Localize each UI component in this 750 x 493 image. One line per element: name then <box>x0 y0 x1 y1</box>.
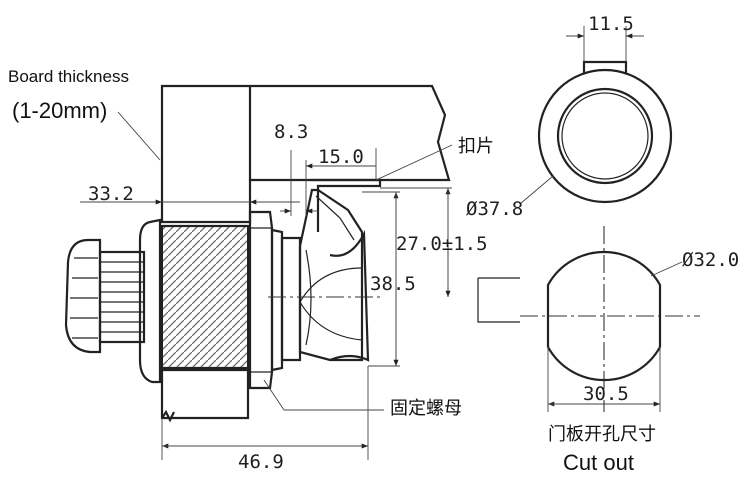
cam-tab <box>280 178 382 362</box>
svg-text:11.5: 11.5 <box>588 13 634 35</box>
svg-text:38.5: 38.5 <box>370 273 416 295</box>
svg-text:30.5: 30.5 <box>583 383 629 405</box>
dim-27-0: 27.0±1.5 <box>380 187 488 297</box>
svg-text:Board thickness: Board thickness <box>8 67 129 86</box>
svg-text:固定螺母: 固定螺母 <box>390 398 462 419</box>
tab-callout: 扣片 <box>375 136 494 181</box>
front-view: 11.5 Ø37.8 <box>466 13 673 220</box>
svg-text:27.0±1.5: 27.0±1.5 <box>396 233 488 255</box>
dim-8-3: 8.3 <box>274 121 318 216</box>
svg-text:46.9: 46.9 <box>238 451 284 473</box>
svg-text:(1-20mm): (1-20mm) <box>12 98 107 123</box>
svg-text:门板开孔尺寸: 门板开孔尺寸 <box>548 424 656 445</box>
threaded-body <box>161 224 249 370</box>
cutout-view: 30.5 Ø32.0 门板开孔尺寸 Cut out <box>477 226 739 475</box>
dim-33-2: 33.2 <box>80 183 300 205</box>
svg-text:Ø37.8: Ø37.8 <box>466 198 523 220</box>
svg-text:Ø32.0: Ø32.0 <box>682 249 739 271</box>
dim-46-9: 46.9 <box>161 366 369 473</box>
svg-text:33.2: 33.2 <box>88 183 134 205</box>
svg-text:扣片: 扣片 <box>458 136 494 157</box>
door-panel <box>160 84 451 423</box>
nut-callout: 固定螺母 <box>263 379 462 419</box>
board-thickness-callout: Board thickness (1-20mm) <box>8 67 161 161</box>
knob <box>64 238 146 354</box>
svg-text:8.3: 8.3 <box>274 121 308 143</box>
fixing-nut <box>248 210 284 390</box>
dim-15-0: 15.0 <box>306 146 377 180</box>
svg-text:15.0: 15.0 <box>318 146 364 168</box>
dim-38-5: 38.5 <box>362 191 416 367</box>
flange <box>138 218 162 384</box>
svg-text:Cut out: Cut out <box>563 450 634 475</box>
